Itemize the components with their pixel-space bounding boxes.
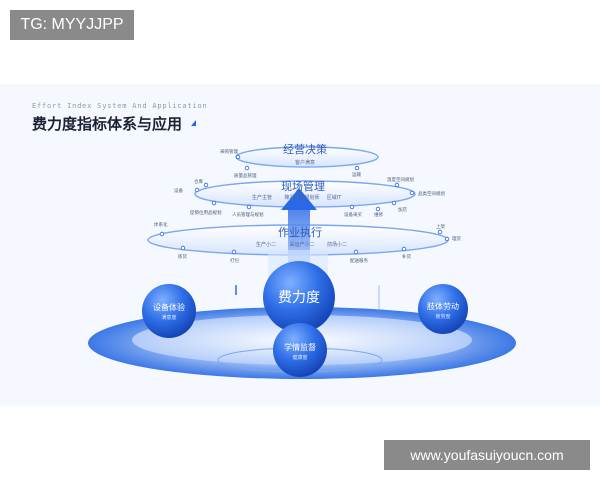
annotation-dot [159,231,165,237]
annotation-label: 打包 [230,257,239,264]
deco-bar-right [378,285,380,309]
arrow-head-icon [281,188,317,210]
equipment-ball-sub: 满意度 [161,314,176,321]
effort-center-label: 费力度 [278,290,320,306]
annotation-dot [194,187,200,193]
watermark-tag: TG: MYYJJPP [10,10,134,40]
annotation-dot [394,182,400,188]
effort-center-ball [263,261,335,333]
annotation-label: 理货 [452,235,461,242]
annotation-label: 上架 [436,223,445,230]
annotation-dot [203,182,209,188]
tier-bottom-item-1: 生产小二 [256,241,276,248]
annotation-dot [375,206,381,212]
watermark-url: www.youfasuiyoucn.com [384,440,590,470]
annotation-dot [444,236,450,242]
equipment-ball-label: 设备体验 [153,302,185,312]
annotation-dot [409,190,415,196]
annotation-dot [437,229,443,235]
tier-middle-item-2: 降温空间规划师 [284,194,319,201]
annotation-label: 设备 [174,187,183,194]
annotation-label: 质量品管理 [234,172,257,179]
annotation-label: 品类空间规划 [418,190,445,197]
annotation-dot [231,249,237,255]
annotation-label: 促销位用品规划 [190,209,222,216]
title-corner-icon [191,120,196,126]
diagram-subtitle: Effort Index System And Application [32,102,208,110]
supervision-ball-sub: 健康度 [292,354,307,361]
supervision-ball [273,323,327,377]
tier-top-sub: 客户满意 [295,159,315,166]
annotation-label: 加店 [398,206,407,213]
tier-top-label: 经营决策 [283,142,327,156]
annotation-dot [354,165,360,171]
annotation-dot [180,245,186,251]
annotation-dot [391,200,397,206]
annotation-label: 体系化 [154,221,168,228]
annotation-dot [244,165,250,171]
annotation-dot [246,204,252,210]
tier-bottom-item-3: 前场小二 [327,241,347,248]
physical-labor-ball [418,284,468,334]
annotation-label: 人员管理与规划 [232,211,264,218]
annotation-label: 运输 [352,171,361,178]
deco-bar-left [235,285,237,295]
annotation-label: 配送服务 [350,257,368,264]
annotation-label: 仓库 [194,178,203,185]
tier-middle-item-1: 生产主管 [252,194,272,201]
annotations: 采购管理 质量品管理 运输 设备 仓库 促销位用品规划 人员管理与规划 温度空间… [154,148,461,264]
tier-bottom-item-2: 采运产小二 [289,241,314,248]
annotation-dot [235,154,241,160]
annotation-label: 维修 [374,211,383,218]
annotation-label: 温度空间规划 [387,176,414,183]
tier-middle-item-3: 区域IT [327,194,342,201]
equipment-ball [142,284,196,338]
annotation-dot [401,246,407,252]
annotation-label: 设备采买 [344,211,362,218]
physical-labor-ball-label: 肢体劳动 [427,301,459,311]
annotation-label: 拣货 [178,253,187,260]
tier-bottom-label: 作业执行 [278,225,322,239]
diagram-title: 费力度指标体系与应用 [32,115,183,133]
annotation-label: 补货 [402,253,411,260]
supervision-ball-label: 学情监督 [284,342,316,352]
annotation-dot [349,204,355,210]
tier-middle-label: 现场管理 [281,179,325,193]
annotation-label: 采购管理 [220,148,238,155]
annotation-dot [211,200,217,206]
physical-labor-ball-sub: 疲劳度 [435,313,450,320]
annotation-dot [353,249,359,255]
